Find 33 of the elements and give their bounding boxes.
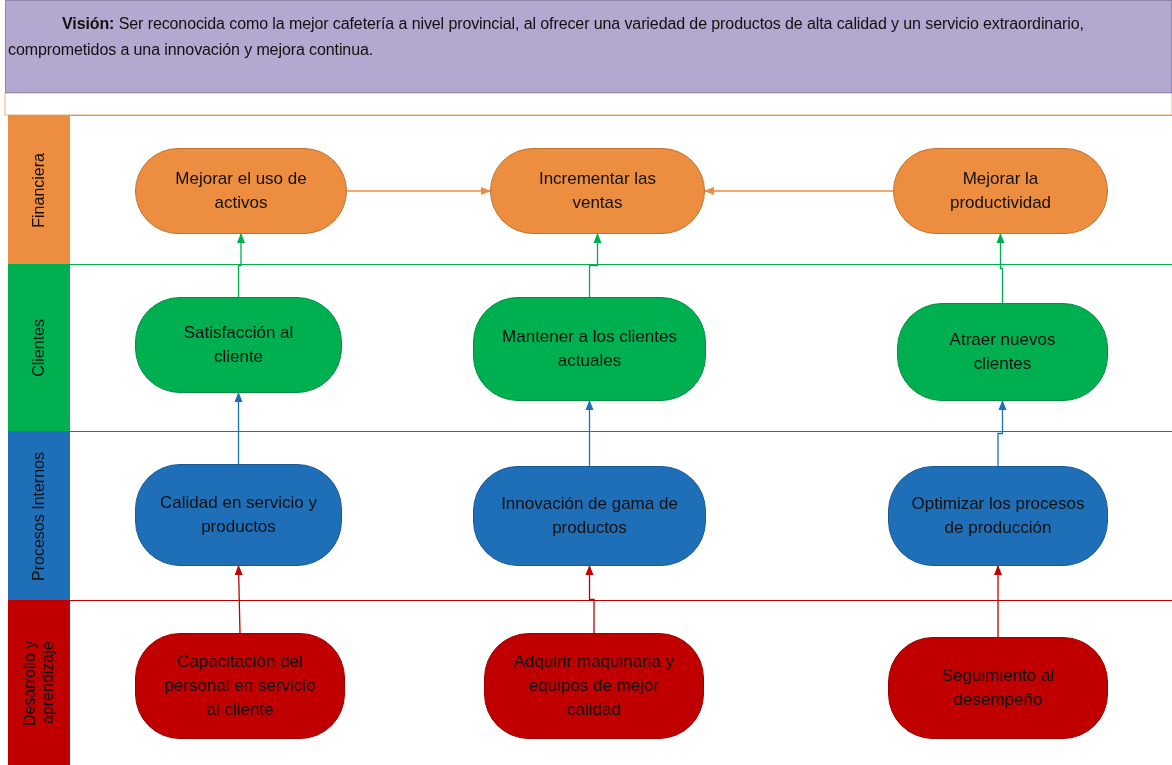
vision-statement: Visión: Ser reconocida como la mejor cafetería a nivel provincial, al ofrecer una variedad de productos de alta calidad y un servicio extraordinario, comprometidos a una innovación y mejora continua.	[8, 14, 1085, 60]
arrow	[585, 564, 595, 634]
objective-pill: Seguimiento al desempeño	[888, 637, 1108, 739]
lane-label: Procesos Internos	[30, 451, 48, 581]
arrow	[234, 391, 243, 465]
swimlane	[8, 431, 1172, 600]
objective-pill: Satisfacción al cliente	[135, 297, 342, 393]
arrow	[996, 232, 1005, 304]
objective-pill: Optimizar los procesos de producción	[888, 466, 1108, 566]
objective-pill: Capacitación del personal en servicio al cliente	[135, 633, 345, 739]
swimlane	[8, 600, 1172, 765]
objective-pill: Mejorar la productividad	[893, 148, 1108, 234]
objective-pill: Mantener a los clientes actuales	[473, 297, 706, 401]
vision-banner	[5, 0, 1172, 93]
objective-pill: Incrementar las ventas	[490, 148, 705, 234]
arrow	[703, 186, 894, 196]
objective-pill: Calidad en servicio y productos	[135, 464, 342, 566]
swimlane	[8, 264, 1172, 431]
objective-pill: Adquirir maquinaria y equipos de mejor calidad	[484, 633, 704, 739]
objective-pill: Mejorar el uso de activos	[135, 148, 347, 234]
arrow	[234, 564, 243, 634]
lane-label: Desarrollo y aprendizaje	[21, 639, 57, 728]
arrow	[585, 399, 594, 467]
arrow	[236, 232, 246, 298]
objective-pill: Innovación de gama de productos	[473, 466, 706, 566]
objective-pill: Atraer nuevos clientes	[897, 303, 1108, 401]
arrow	[346, 186, 492, 196]
lane-label: Financiera	[30, 152, 48, 228]
arrow	[997, 399, 1007, 467]
lane-label: Clientes	[30, 319, 48, 377]
arrow	[993, 564, 1003, 638]
arrow	[588, 232, 602, 298]
swimlane	[8, 115, 1172, 264]
